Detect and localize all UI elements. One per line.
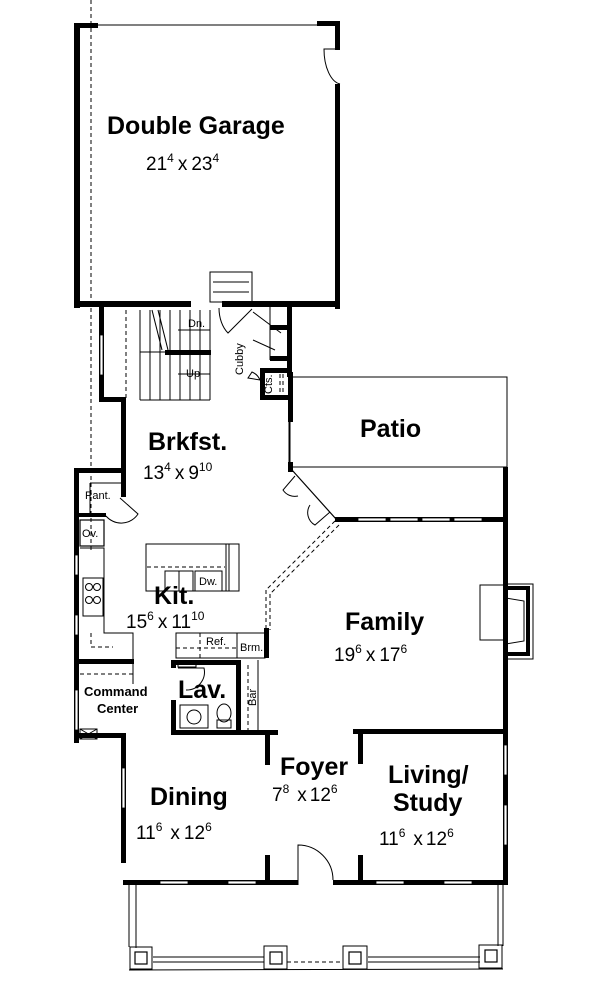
broom-closet-label: Brm.: [240, 642, 263, 654]
garage-walls: [74, 21, 341, 309]
family-label: Family: [345, 608, 424, 636]
command-center-label-line2: Center: [97, 701, 138, 716]
patio: [289, 376, 508, 468]
lav-bar: Bar: [171, 660, 278, 765]
pantry-label: Pant.: [85, 490, 111, 502]
family-walls: [335, 467, 534, 732]
garage-label: Double Garage: [107, 112, 285, 140]
dining-label: Dining: [150, 783, 228, 811]
dishwasher-label: Dw.: [199, 576, 217, 588]
kitchen-walls: Pant. Ov. Dw. Ref. Brm.: [74, 0, 269, 743]
living-study-label-line2: Study: [393, 789, 463, 817]
bar-label: Bar: [247, 689, 259, 706]
patio-label: Patio: [360, 415, 421, 443]
stair-up-label: Up: [186, 368, 200, 380]
breakfast-label: Brkfst.: [148, 428, 227, 456]
living-study-label-line1: Living/: [388, 761, 469, 789]
stair-area: Dn. Up Cubby Cts.: [99, 307, 292, 402]
porch-column: [478, 944, 503, 969]
cubby-label: Cubby: [234, 343, 246, 375]
foyer-label: Foyer: [280, 753, 348, 781]
stair-down-label: Dn.: [188, 318, 205, 330]
porch-column: [129, 946, 153, 970]
lav-label: Lav.: [178, 676, 226, 704]
coats-label: Cts.: [263, 374, 275, 394]
oven-label: Ov.: [82, 528, 98, 540]
front-porch: [128, 885, 504, 971]
front-walls: [123, 729, 508, 885]
porch-column: [342, 945, 368, 970]
command-center-label-line1: Command: [84, 684, 148, 699]
command-center: [74, 664, 134, 863]
refrigerator-label: Ref.: [206, 636, 226, 648]
kitchen-label: Kit.: [154, 582, 194, 610]
porch-column: [263, 945, 288, 970]
